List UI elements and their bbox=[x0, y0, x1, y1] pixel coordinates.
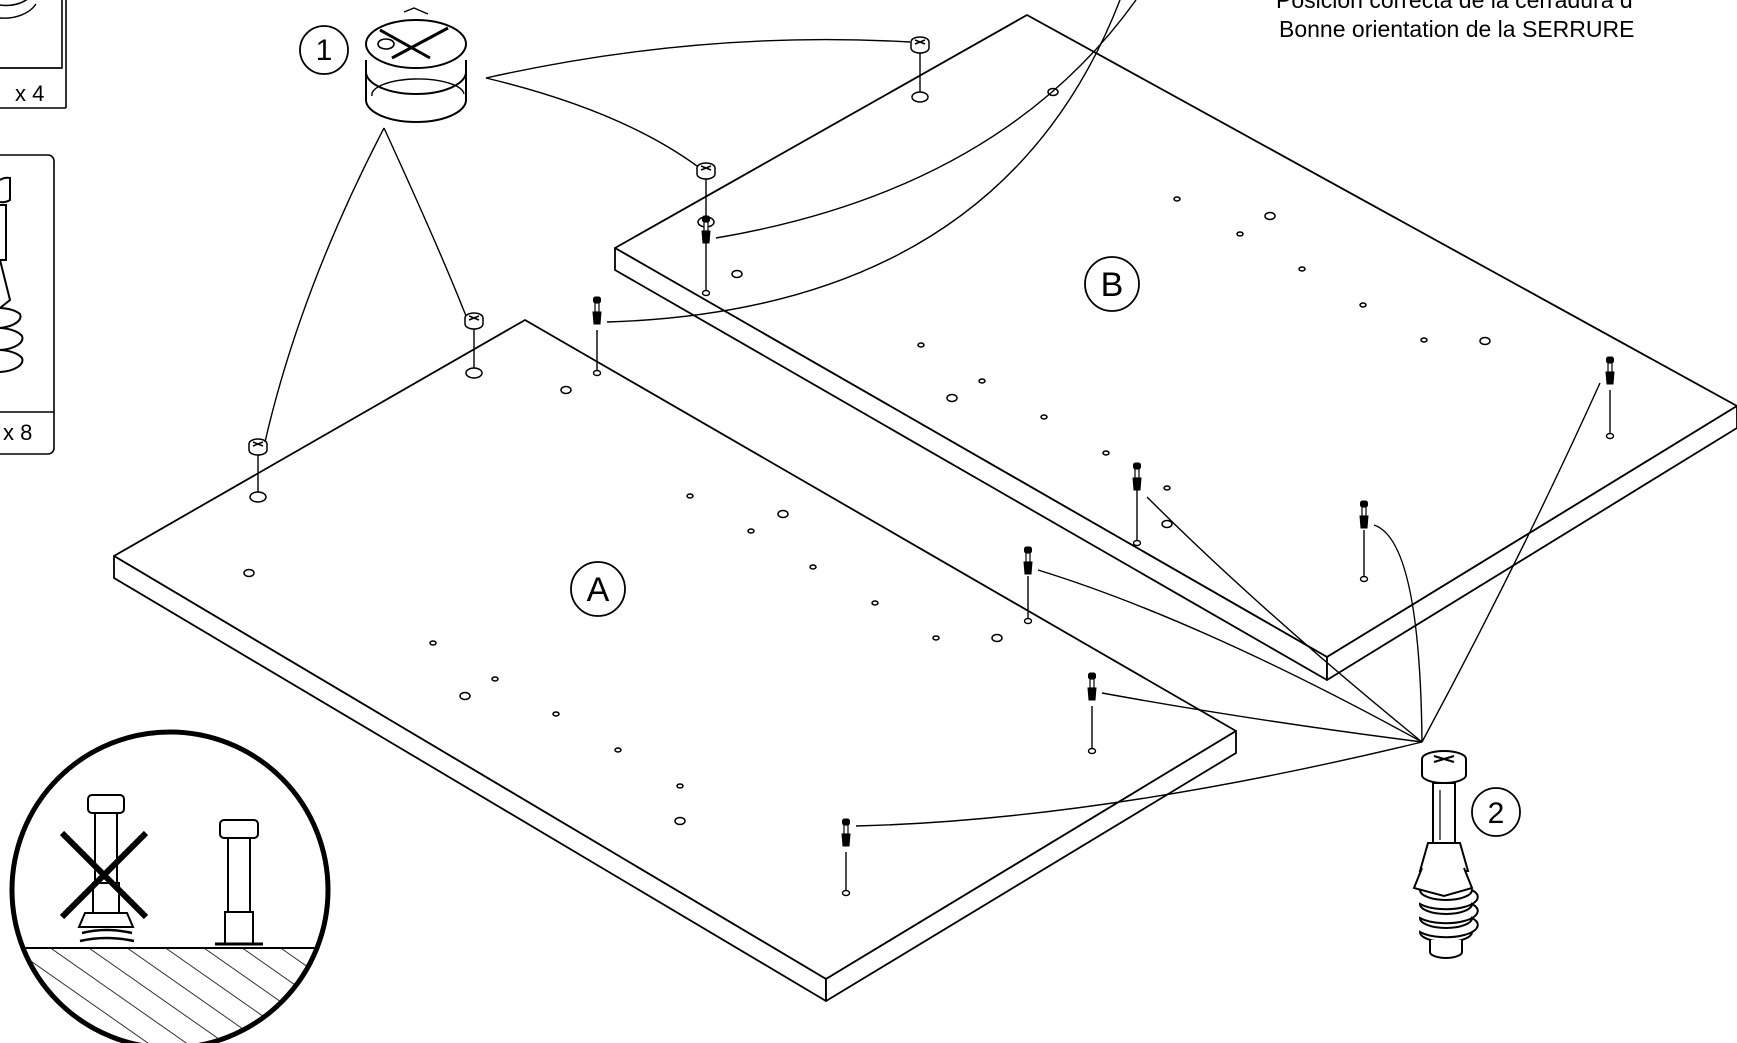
header-line-1: Posición correcta de la cerradura d bbox=[1276, 0, 1633, 13]
part2-leaders bbox=[855, 382, 1601, 827]
part1-number: 1 bbox=[316, 34, 333, 67]
part1-leaders bbox=[264, 0, 1137, 443]
panel-a-holes bbox=[243, 385, 1003, 826]
panel-b-holes bbox=[731, 87, 1491, 529]
detail-circle bbox=[9, 729, 331, 1043]
part2-callout-circle bbox=[1471, 787, 1521, 837]
bolt-illustration bbox=[1412, 750, 1479, 959]
cam-lock-illustration bbox=[365, 7, 467, 123]
part2-number: 2 bbox=[1488, 797, 1505, 830]
panel-b-label: B bbox=[1101, 266, 1124, 304]
panel-a bbox=[113, 319, 1237, 1002]
part1-quantity: x 4 bbox=[15, 81, 44, 106]
panel-b-label-circle bbox=[1084, 256, 1140, 312]
panel-b bbox=[614, 14, 1737, 681]
part1-callout-circle bbox=[299, 25, 349, 75]
header-line-2: Bonne orientation de la SERRURE bbox=[1279, 16, 1634, 42]
legend-box-part2 bbox=[0, 154, 55, 455]
part2-quantity: x 8 bbox=[3, 420, 32, 445]
panel-a-label-circle bbox=[570, 561, 626, 617]
panel-a-label: A bbox=[587, 571, 610, 609]
legend-box-part1 bbox=[0, 0, 63, 69]
bolts bbox=[592, 215, 1615, 897]
